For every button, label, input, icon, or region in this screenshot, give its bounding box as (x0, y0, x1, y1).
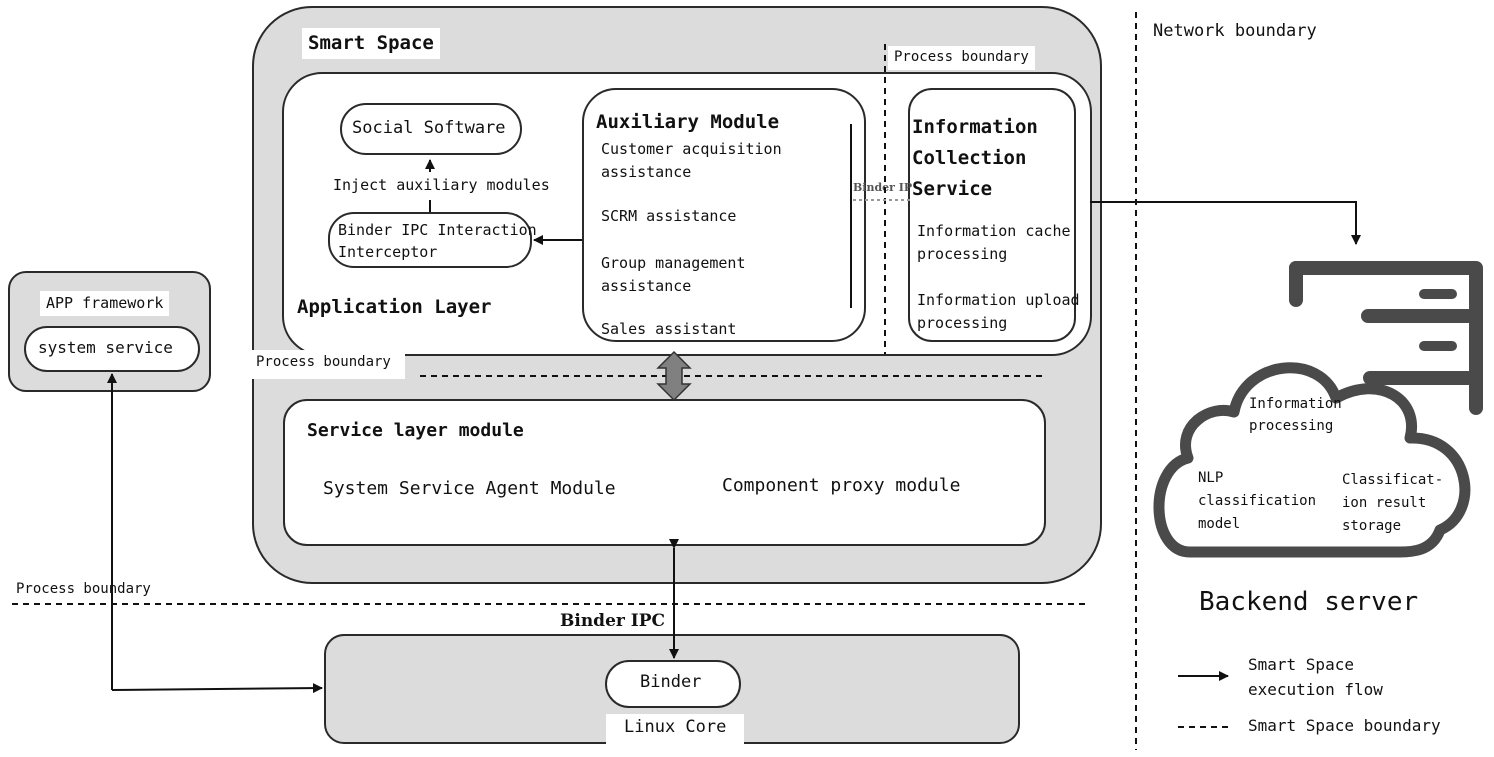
backend-result-storage-front: Classificat- ion result storage (1342, 472, 1444, 534)
interceptor-label: Binder IPC Interaction Interceptor (338, 221, 537, 261)
application-layer-title: Application Layer (297, 296, 492, 318)
inject-label-front: Inject auxiliary modules (333, 176, 550, 194)
aux-item-customer-acquisition: Customer acquisition assistance (601, 140, 782, 181)
system-service-agent-module: System Service Agent Module (323, 478, 616, 499)
social-software-node (340, 103, 522, 155)
legend-boundary-label: Smart Space boundary (1248, 716, 1441, 735)
aux-item-group-management: Group management assistance (601, 254, 746, 295)
info-to-backend-arrow (1090, 201, 1361, 245)
inject-label-gap (330, 172, 560, 200)
service-layer-box (283, 399, 1046, 546)
network-boundary-label: Network boundary (1153, 21, 1317, 41)
backend-nlp-model-front: NLP classification model (1198, 470, 1317, 532)
aux-item-scrm: SCRM assistance (601, 207, 737, 225)
social-software-label: Social Software (352, 118, 506, 138)
auxiliary-module-box (582, 88, 866, 342)
binder-ipc-label: Binder IPC (560, 611, 666, 631)
auxiliary-module-title: Auxiliary Module (596, 111, 780, 133)
cloud-icon (1153, 362, 1471, 558)
backend-info-processing-front: Information processing (1249, 396, 1342, 434)
system-service-node (24, 326, 200, 372)
backend-server-title: Backend server (1199, 587, 1419, 617)
interceptor-node (328, 212, 532, 268)
info-cache-processing: Information cache processing (917, 222, 1071, 263)
process-boundary-label-top: Process boundary (888, 46, 1035, 70)
info-collection-box (908, 88, 1076, 342)
binder-node (605, 660, 741, 708)
aux-item-sales-assistant: Sales assistant (601, 320, 737, 338)
app-framework-title: APP framework (40, 291, 170, 316)
app-service-double-arrow (656, 350, 692, 402)
info-upload-processing: Information upload processing (917, 291, 1080, 332)
system-service-label: system service (38, 338, 173, 357)
system-service-to-linux-horizontal (111, 683, 323, 694)
legend-flow-label: Smart Space execution flow (1248, 655, 1383, 699)
linux-core-title: Linux Core (606, 714, 745, 746)
server-icon (1289, 261, 1483, 415)
process-boundary-label-left: Process boundary (16, 581, 151, 597)
smart-space-title: Smart Space (302, 28, 440, 59)
component-proxy-module: Component proxy module (722, 475, 961, 496)
service-layer-title: Service layer module (307, 420, 524, 441)
process-boundary-label-middle: Process boundary (248, 350, 405, 379)
binder-label: Binder (640, 672, 702, 692)
info-collection-title: Information Collection Service (912, 116, 1038, 200)
